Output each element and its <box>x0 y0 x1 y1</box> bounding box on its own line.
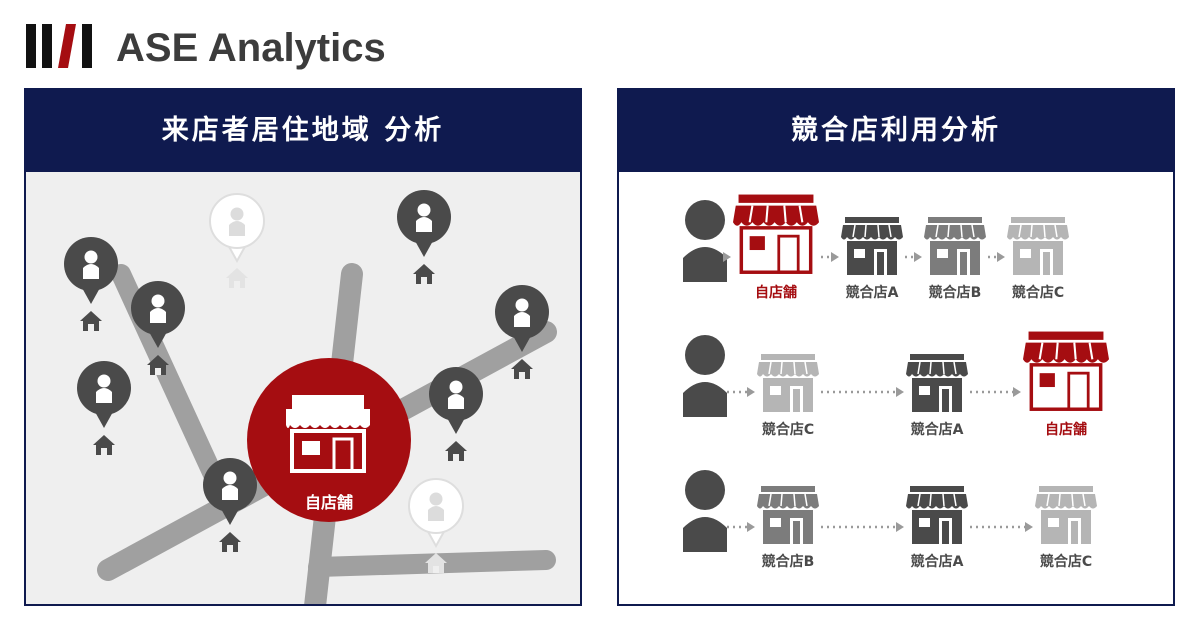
resident-pin <box>495 285 549 379</box>
flow-arrow <box>905 252 922 262</box>
residence-analysis-title: 来店者居住地域 分析 <box>26 90 580 172</box>
competitor-store-icon <box>1035 486 1097 544</box>
competitor-store-icon <box>906 486 968 544</box>
flow-row: 競合店C 競合店A 自店舗 <box>683 331 1109 438</box>
flow-arrow <box>727 387 755 397</box>
flow-arrow <box>821 252 839 262</box>
customer-icon <box>683 470 727 552</box>
store-label: 自店舗 <box>755 284 797 301</box>
resident-pin <box>77 361 131 455</box>
own-store-icon <box>733 194 819 274</box>
competitor-store-icon <box>757 486 819 544</box>
brand-name: ASE Analytics <box>116 26 386 70</box>
flow-arrow <box>727 522 755 532</box>
resident-pin <box>64 237 118 331</box>
own-store-icon <box>1023 331 1109 411</box>
ase-logo-icon <box>26 24 92 68</box>
flow-arrow <box>821 522 904 532</box>
resident-pin <box>203 458 257 552</box>
home-icon <box>147 355 169 375</box>
flow-arrow <box>821 387 904 397</box>
store-label: 競合店C <box>1040 553 1092 570</box>
customer-icon <box>683 200 727 282</box>
store-label: 自店舗 <box>1045 421 1087 438</box>
resident-pin <box>429 367 483 461</box>
store-label: 競合店B <box>762 553 815 570</box>
flow-row: 競合店B 競合店A 競合店C <box>683 470 1097 570</box>
home-icon <box>413 264 435 284</box>
competitor-store-icon <box>757 354 819 412</box>
faded-resident-pin <box>209 193 265 288</box>
store-label: 競合店C <box>1012 284 1064 301</box>
residence-map: 自店舗 <box>26 172 580 604</box>
store-label: 競合店A <box>846 284 899 301</box>
competitor-analysis-title: 競合店利用分析 <box>619 90 1173 172</box>
competitor-store-icon <box>1007 217 1069 275</box>
store-label: 競合店C <box>762 421 814 438</box>
competitor-store-icon <box>841 217 903 275</box>
store-label: 競合店A <box>911 421 964 438</box>
customer-icon <box>683 335 727 417</box>
flow-arrow <box>988 252 1005 262</box>
flow-arrow <box>970 522 1033 532</box>
home-icon <box>93 435 115 455</box>
flow-arrow <box>723 252 731 262</box>
home-icon <box>219 532 241 552</box>
competitor-store-icon <box>906 354 968 412</box>
flow-arrow <box>970 387 1021 397</box>
home-icon <box>80 311 102 331</box>
home-icon <box>445 441 467 461</box>
flow-row: 自店舗 競合店A 競合店B 競合店C <box>683 194 1069 301</box>
home-icon <box>226 268 248 288</box>
resident-pin <box>131 281 185 375</box>
faded-resident-pin <box>408 478 464 573</box>
resident-pin <box>397 190 451 284</box>
own-store-marker <box>247 358 411 522</box>
home-icon <box>425 553 447 573</box>
store-label: 競合店A <box>911 553 964 570</box>
home-icon <box>511 359 533 379</box>
store-label: 競合店B <box>929 284 982 301</box>
own-store-label: 自店舗 <box>305 493 353 512</box>
competitor-store-icon <box>924 217 986 275</box>
residence-analysis-panel: 来店者居住地域 分析 <box>24 88 582 606</box>
